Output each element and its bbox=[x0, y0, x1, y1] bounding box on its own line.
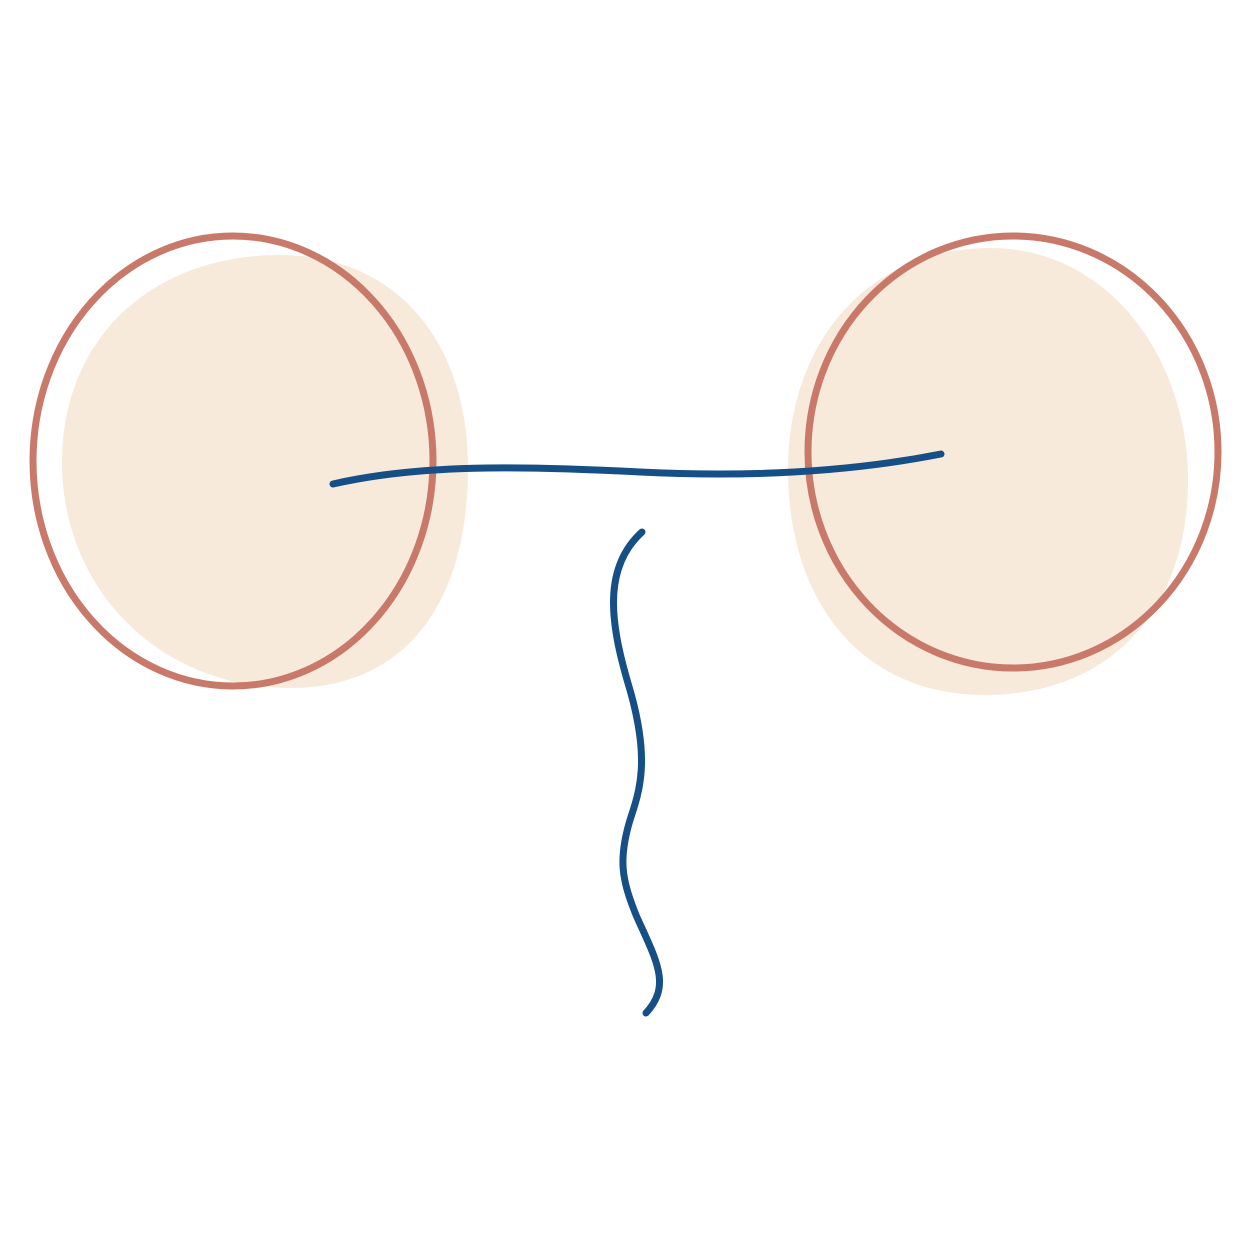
left-circle-fill bbox=[62, 255, 468, 688]
right-circle-outline bbox=[804, 232, 1222, 672]
connecting-line bbox=[329, 450, 945, 488]
wavy-stem bbox=[610, 528, 664, 1017]
left-circle-outline bbox=[29, 232, 437, 690]
right-circle-fill bbox=[788, 248, 1188, 695]
